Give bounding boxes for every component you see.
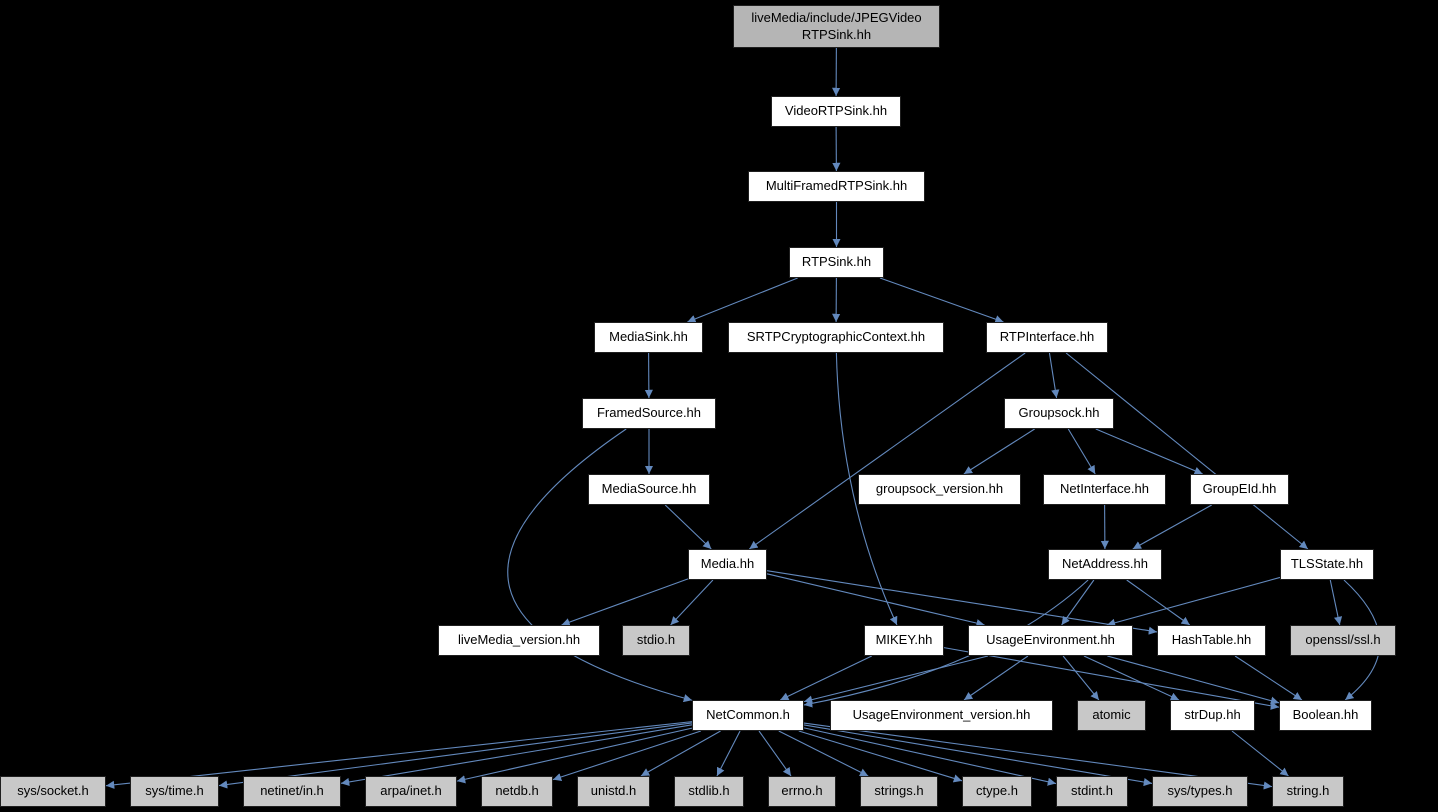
graph-node-strings: strings.h — [860, 776, 938, 807]
graph-node-openssl_ssl: openssl/ssl.h — [1290, 625, 1396, 656]
graph-node-netinterface[interactable]: NetInterface.hh — [1043, 474, 1166, 505]
graph-node-netdb: netdb.h — [481, 776, 553, 807]
graph-node-ctype: ctype.h — [962, 776, 1032, 807]
graph-node-videortpsink[interactable]: VideoRTPSink.hh — [771, 96, 901, 127]
graph-node-strdup[interactable]: strDup.hh — [1170, 700, 1255, 731]
graph-node-mikey[interactable]: MIKEY.hh — [864, 625, 944, 656]
graph-node-multiframedrtpsink[interactable]: MultiFramedRTPSink.hh — [748, 171, 925, 202]
graph-node-groupeid[interactable]: GroupEId.hh — [1190, 474, 1289, 505]
graph-node-usageenvironment_version[interactable]: UsageEnvironment_version.hh — [830, 700, 1053, 731]
graph-node-netinet_in: netinet/in.h — [243, 776, 341, 807]
graph-node-mediasource[interactable]: MediaSource.hh — [588, 474, 710, 505]
graph-node-sys_time: sys/time.h — [130, 776, 219, 807]
graph-node-groupsock_version[interactable]: groupsock_version.hh — [858, 474, 1021, 505]
graph-node-stdlib: stdlib.h — [674, 776, 744, 807]
graph-node-media[interactable]: Media.hh — [688, 549, 767, 580]
graph-node-usageenvironment[interactable]: UsageEnvironment.hh — [968, 625, 1133, 656]
graph-node-netaddress[interactable]: NetAddress.hh — [1048, 549, 1162, 580]
graph-node-boolean[interactable]: Boolean.hh — [1279, 700, 1372, 731]
graph-node-jpegvideortpsink: liveMedia/include/JPEGVideo RTPSink.hh — [733, 5, 940, 48]
graph-node-srtpcryptographiccontext[interactable]: SRTPCryptographicContext.hh — [728, 322, 944, 353]
graph-node-atomic: atomic — [1077, 700, 1146, 731]
graph-node-stdint: stdint.h — [1056, 776, 1128, 807]
graph-node-netcommon[interactable]: NetCommon.h — [692, 700, 804, 731]
graph-node-framedsource[interactable]: FramedSource.hh — [582, 398, 716, 429]
graph-node-errno: errno.h — [768, 776, 836, 807]
graph-node-string: string.h — [1272, 776, 1344, 807]
graph-node-arpa_inet: arpa/inet.h — [365, 776, 457, 807]
graph-node-livemedia_version[interactable]: liveMedia_version.hh — [438, 625, 600, 656]
graph-node-mediasink[interactable]: MediaSink.hh — [594, 322, 703, 353]
graph-node-rtpinterface[interactable]: RTPInterface.hh — [986, 322, 1108, 353]
graph-node-tlsstate[interactable]: TLSState.hh — [1280, 549, 1374, 580]
graph-node-unistd: unistd.h — [577, 776, 650, 807]
graph-node-sys_types: sys/types.h — [1152, 776, 1248, 807]
graph-node-sys_socket: sys/socket.h — [0, 776, 106, 807]
graph-node-hashtable[interactable]: HashTable.hh — [1157, 625, 1266, 656]
graph-node-groupsock[interactable]: Groupsock.hh — [1004, 398, 1114, 429]
graph-node-rtpsink[interactable]: RTPSink.hh — [789, 247, 884, 278]
graph-node-stdio: stdio.h — [622, 625, 690, 656]
